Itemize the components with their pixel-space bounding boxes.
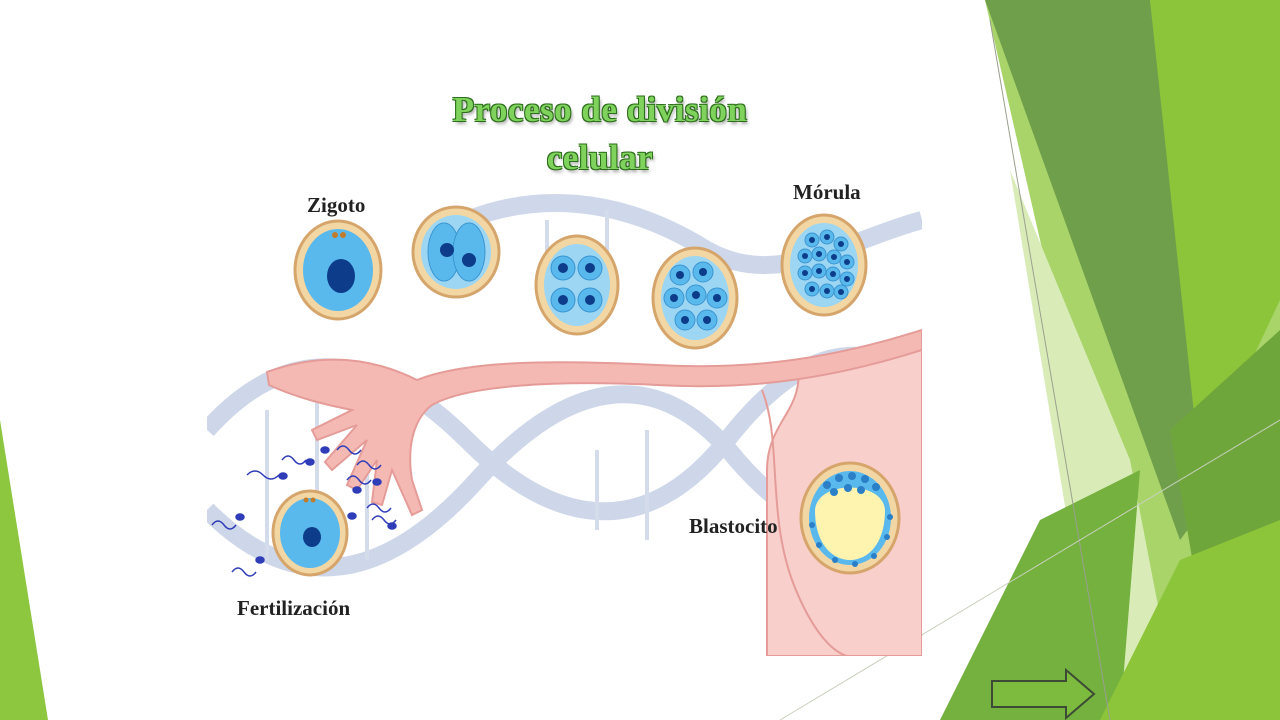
right-bright-shard [1150,0,1280,470]
right-pale-shard [1010,170,1180,720]
morula-cell [780,213,868,317]
right-arrow-icon [991,668,1096,720]
two-cell-stage [411,205,501,299]
thin-line-1 [989,19,1111,720]
title-line-2: celular [546,138,654,177]
four-cell-stage [534,234,620,336]
blastocyst-label: Blastocito [689,514,778,538]
fallopian-tube [265,328,922,517]
fertilization-label: Fertilización [237,596,351,620]
uterus-wall-line [761,389,848,656]
zygote-cell [293,219,383,321]
title-line-1: Proceso de división [452,90,748,129]
right-mid-shard [985,0,1210,540]
left-green-strip [0,420,48,720]
cell-division-illustration [207,180,922,656]
sperm-cells [211,445,397,577]
bottom-right-shard [1100,520,1280,720]
slide-title: Proceso de división celular [300,86,900,182]
fertilization-cell [271,489,349,577]
next-slide-button[interactable] [990,668,1098,720]
bottom-green-shard [940,470,1140,720]
blastocyst-cell [799,461,901,575]
zygote-label: Zigoto [307,193,366,217]
thin-line-2 [779,419,1280,720]
morula-label: Mórula [793,180,861,204]
eight-cell-stage [651,246,739,350]
